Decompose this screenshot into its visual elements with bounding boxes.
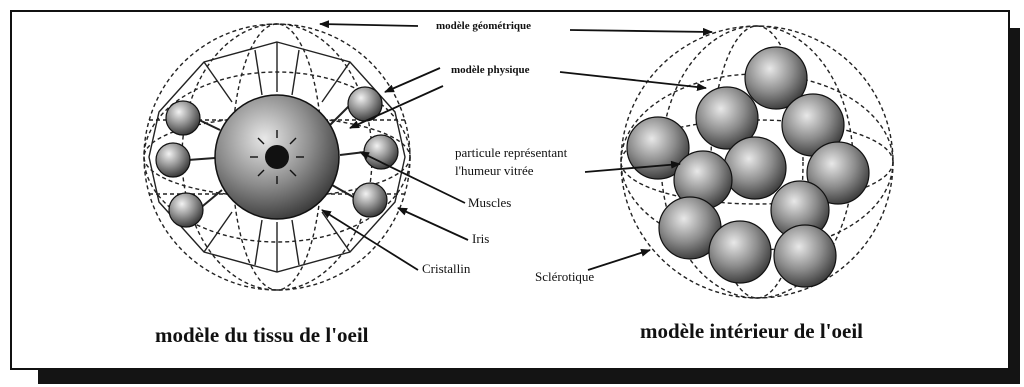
arrow-sclera: [587, 248, 651, 271]
arrow-geometric-right: [569, 27, 713, 36]
label-geometric-model: modèle géométrique: [436, 20, 531, 32]
label-particle-line1: particule représentant: [455, 145, 568, 160]
arrow-physical-right: [559, 71, 707, 91]
label-lens: Cristallin: [422, 261, 471, 276]
pupil: [265, 145, 289, 169]
label-iris: Iris: [472, 231, 490, 246]
label-physical-model: modèle physique: [451, 64, 530, 76]
arrow-iris: [397, 207, 469, 241]
arrow-physical-1: [384, 67, 441, 93]
muscle-spheres: [155, 86, 399, 228]
arrow-muscles: [359, 151, 466, 204]
vitreous-particles: [626, 46, 870, 288]
label-arrows: [319, 20, 713, 271]
caption-right: modèle intérieur de l'oeil: [640, 319, 863, 343]
label-muscles: Muscles: [468, 195, 512, 210]
label-sclera: Sclérotique: [535, 269, 595, 284]
label-particle-line2: l'humeur vitrée: [455, 163, 534, 178]
iris-rays: [250, 130, 304, 184]
arrow-particle: [584, 160, 681, 173]
caption-left: modèle du tissu de l'oeil: [155, 323, 369, 347]
arrow-physical-2: [349, 85, 444, 129]
arrow-lens: [321, 209, 419, 271]
left-physical-cage: [148, 41, 406, 273]
right-eye-interior-model: [620, 25, 894, 299]
arrow-geometric-left: [319, 20, 419, 29]
